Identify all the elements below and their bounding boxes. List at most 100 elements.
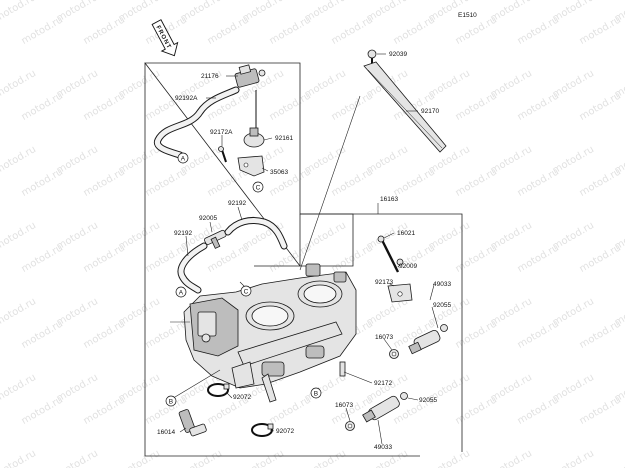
watermark-text: motod.ru	[578, 242, 623, 274]
watermark-text: motod.ru	[268, 14, 313, 46]
watermark-text: motod.ru	[117, 448, 162, 468]
watermark-text: motod.ru	[427, 448, 472, 468]
watermark-text: motod.ru	[206, 14, 251, 46]
bracket-92173	[387, 283, 413, 303]
sensor-16014	[178, 409, 207, 437]
watermark-text: motod.ru	[516, 90, 561, 122]
part-label-92055-upper: 92055	[433, 302, 451, 309]
watermark-text: motod.ru	[454, 242, 499, 274]
part-label-92173: 92173	[375, 279, 393, 286]
watermark-text: motod.ru	[454, 166, 499, 198]
watermark-text: motod.ru	[578, 14, 623, 46]
part-label-16163: 16163	[380, 196, 398, 203]
part-label-92005: 92005	[199, 215, 217, 222]
part-label-92192-upper: 92192	[228, 200, 246, 207]
leader-lines	[169, 53, 439, 445]
seal-16073-lower	[345, 421, 355, 431]
watermark-text: motod.ru	[578, 166, 623, 198]
watermark-text: motod.ru	[578, 90, 623, 122]
watermark-text: motod.ru	[82, 90, 127, 122]
watermark-text: motod.ru	[0, 296, 38, 328]
part-label-16073-upper: 16073	[375, 334, 393, 341]
injector-49033-upper	[408, 324, 448, 355]
part-label-92055-lower: 92055	[419, 397, 437, 404]
watermark-text: motod.ru	[578, 318, 623, 350]
watermark-text: motod.ru	[516, 242, 561, 274]
watermark-text: motod.ru	[303, 448, 348, 468]
watermark-text: motod.ru	[330, 14, 375, 46]
callout-b-body-label: B	[314, 391, 318, 398]
watermark-text: motod.ru	[516, 14, 561, 46]
watermark-text: motod.ru	[551, 448, 596, 468]
part-label-49033-upper: 49033	[433, 281, 451, 288]
part-label-92172: 92172	[374, 380, 392, 387]
bolt-92039	[367, 49, 377, 64]
watermark-text: motod.ru	[20, 394, 65, 426]
callout-a-body-label: A	[179, 290, 184, 297]
watermark-text: motod.ru	[179, 448, 224, 468]
callout-a-top-label: A	[181, 156, 186, 163]
watermark-text: motod.ru	[330, 242, 375, 274]
part-label-16073-lower: 16073	[335, 402, 353, 409]
callout-b-sensor: B	[165, 395, 177, 407]
seal-16073-upper	[389, 349, 399, 359]
part-label-92172a: 92172A	[210, 129, 233, 136]
watermark-text: motod.ru	[578, 394, 623, 426]
watermark-text: motod.ru	[454, 318, 499, 350]
part-label-92192a: 92192A	[175, 95, 198, 102]
watermark-text: motod.ru	[82, 394, 127, 426]
watermark-text: motod.ru	[20, 90, 65, 122]
part-label-92039: 92039	[389, 51, 407, 58]
assembly-frame-inner	[254, 214, 301, 267]
watermark-text: motod.ru	[454, 90, 499, 122]
watermark-text: motod.ru	[489, 448, 534, 468]
callout-c-body: C	[240, 285, 252, 297]
watermark-text: motod.ru	[516, 318, 561, 350]
screw-92172a	[218, 146, 227, 163]
watermark-text: motod.ru	[330, 166, 375, 198]
callout-a-top: A	[177, 152, 189, 164]
watermark-text: motod.ru	[144, 318, 189, 350]
part-label-92170: 92170	[421, 108, 439, 115]
bolt-16021	[377, 235, 400, 273]
part-label-49033-lower: 49033	[374, 444, 392, 451]
watermark-text: motod.ru	[0, 144, 38, 176]
part-label-35063: 35063	[270, 169, 288, 176]
watermark-text: motod.ru	[516, 394, 561, 426]
part-label-16021: 16021	[397, 230, 415, 237]
assembly-frame-right	[300, 213, 463, 452]
assembly-frame-left	[144, 63, 420, 457]
watermark-text: motod.ru	[392, 14, 437, 46]
callout-b-body: B	[310, 387, 322, 399]
watermark-text: motod.ru	[241, 448, 286, 468]
watermark-text: motod.ru	[20, 318, 65, 350]
bracket-35063	[237, 155, 265, 177]
watermark-text: motod.ru	[454, 394, 499, 426]
watermark-text: motod.ru	[20, 14, 65, 46]
callout-c-top: C	[252, 181, 264, 193]
watermark-text: motod.ru	[0, 448, 38, 468]
clamp-92072-upper	[207, 383, 230, 397]
watermark-text: motod.ru	[0, 68, 38, 100]
callout-b-sensor-label: B	[169, 399, 173, 406]
watermark-text: motod.ru	[206, 242, 251, 274]
watermark-text: motod.ru	[454, 14, 499, 46]
callout-c-top-label: C	[256, 185, 261, 192]
diagram-code: E1510	[458, 12, 477, 19]
watermark-text: motod.ru	[20, 242, 65, 274]
watermark-text: motod.ru	[613, 448, 625, 468]
injector-49033-lower	[362, 392, 408, 423]
watermark-text: motod.ru	[82, 318, 127, 350]
sensor-21176	[234, 64, 266, 88]
clamp-92072-lower	[251, 423, 274, 437]
callout-a-body: A	[175, 286, 187, 298]
watermark-text: motod.ru	[516, 166, 561, 198]
part-label-92009: 92009	[399, 263, 417, 270]
throttle-body	[183, 263, 357, 403]
watermark-text: motod.ru	[82, 242, 127, 274]
watermark-text: motod.ru	[20, 166, 65, 198]
watermark-text: motod.ru	[0, 220, 38, 252]
watermark-text: motod.ru	[392, 242, 437, 274]
callout-c-body-label: C	[244, 289, 249, 296]
